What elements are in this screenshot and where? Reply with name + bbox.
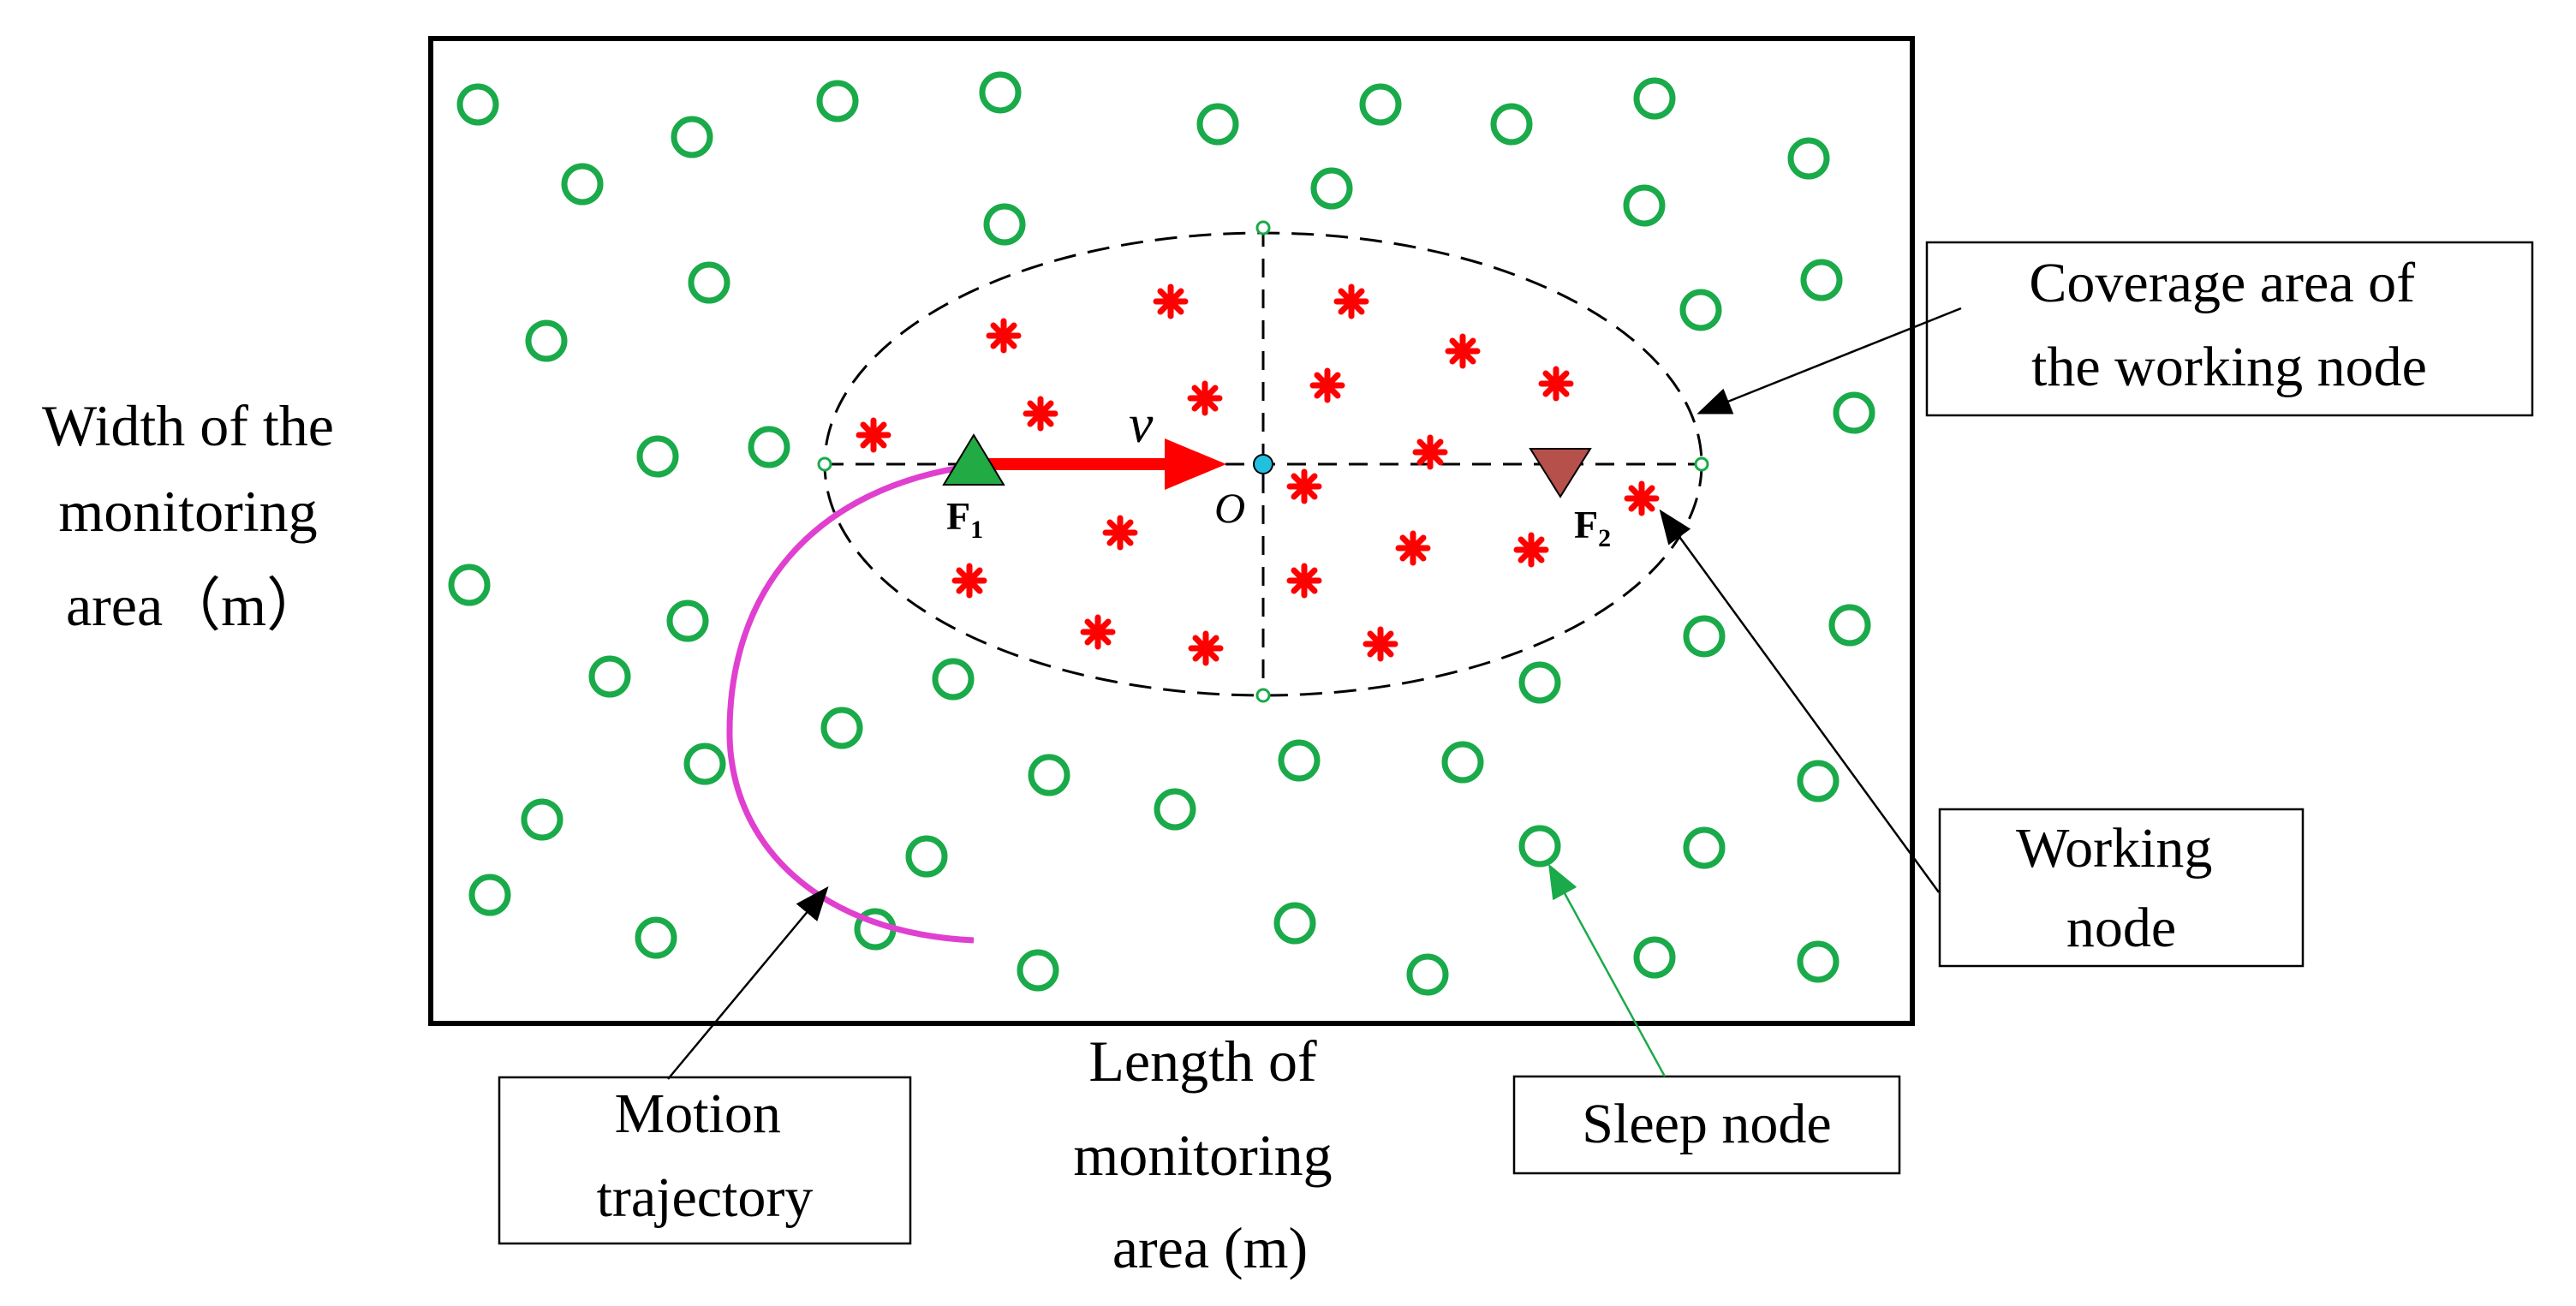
working-node-callout-text: Working node	[2016, 817, 2227, 959]
sleep-node-circle	[1800, 259, 1843, 301]
sleep-node-circle	[1017, 949, 1059, 992]
coverage-callout-arrow	[1696, 307, 1962, 414]
sleep-node-circle	[1028, 754, 1070, 796]
monitoring-area-frame	[428, 36, 1915, 1026]
sleep-node-circle	[979, 71, 1022, 114]
sleep-node-circle	[1441, 741, 1484, 784]
sleep-node-circle	[1683, 615, 1726, 658]
working-node-asterisk	[1395, 530, 1431, 566]
sleep-node-circle	[1310, 167, 1353, 210]
working-node-asterisk	[1445, 333, 1481, 369]
focus-f2-label: F2	[1574, 503, 1611, 552]
sleep-node-circle	[588, 655, 631, 698]
working-nodes-group	[856, 283, 1660, 666]
working-node-asterisk	[1363, 626, 1398, 662]
sleep-node-circle	[1633, 77, 1676, 120]
working-node-callout-box	[1938, 808, 2305, 968]
sleep-node-circle	[671, 116, 713, 158]
axis-endpoint-left	[817, 456, 832, 472]
motion-callout-text: Motion trajectory	[597, 1082, 814, 1229]
motion-callout-arrow	[667, 886, 829, 1080]
sleep-node-circle	[748, 426, 790, 468]
working-node-asterisk	[951, 563, 987, 599]
sleep-node-circle	[1359, 83, 1402, 126]
sleep-node-circle	[1196, 103, 1239, 146]
working-node-asterisk	[1513, 532, 1549, 568]
velocity-arrow	[985, 438, 1226, 490]
sleep-node-circle	[932, 658, 975, 701]
sleep-node-callout-text: Sleep node	[1582, 1093, 1831, 1155]
sleep-node-circle	[1797, 940, 1840, 983]
sleep-node-circle	[688, 261, 730, 304]
sleep-node-circle	[983, 203, 1026, 246]
x-axis-title: Length of monitoring area (m)	[1073, 1029, 1346, 1280]
sleep-node-callout-box	[1512, 1075, 1901, 1175]
sleep-node-circle	[521, 798, 564, 841]
sleep-node-circle	[448, 564, 491, 606]
sleep-node-callout-arrow	[1548, 863, 1667, 1077]
coverage-callout-box	[1925, 241, 2534, 417]
center-point-o	[1253, 454, 1273, 474]
sleep-node-circle	[1797, 760, 1840, 802]
sleep-node-circle	[1623, 184, 1666, 227]
working-node-asterisk	[1286, 468, 1322, 504]
sleep-node-circle	[1278, 739, 1321, 782]
sleep-node-circle	[636, 435, 679, 478]
sleep-node-circle	[1154, 788, 1196, 831]
working-node-asterisk	[986, 318, 1022, 354]
sleep-node-circle	[905, 835, 948, 878]
working-node-asterisk	[1309, 367, 1345, 403]
sleep-node-circle	[525, 319, 568, 362]
working-node-asterisk	[1286, 563, 1322, 599]
working-node-asterisk	[1412, 434, 1448, 470]
working-node-asterisk	[1333, 283, 1369, 319]
working-node-asterisk	[1538, 366, 1574, 402]
working-node-asterisk	[1187, 380, 1223, 416]
focus-f2-triangle	[1529, 448, 1592, 498]
sleep-node-circle	[666, 599, 709, 642]
sleep-nodes-group	[448, 71, 1875, 996]
focus-f1-triangle	[942, 433, 1005, 486]
sleep-node-circle	[1633, 936, 1676, 979]
working-node-asterisk	[1023, 396, 1058, 432]
sleep-node-circle	[1273, 902, 1316, 945]
sleep-node-circle	[1787, 137, 1830, 180]
axis-endpoint-right	[1694, 456, 1709, 472]
sleep-node-circle	[1828, 604, 1871, 647]
working-node-asterisk	[1624, 480, 1660, 516]
sleep-node-circle	[683, 742, 726, 785]
sleep-node-circle	[561, 163, 604, 206]
axis-endpoint-bottom	[1255, 688, 1271, 703]
sleep-node-circle	[1490, 103, 1533, 146]
sleep-node-circle	[1518, 825, 1561, 868]
sleep-node-circle	[1679, 289, 1722, 331]
working-node-asterisk	[856, 417, 891, 453]
working-node-asterisk	[1153, 283, 1189, 319]
sleep-node-circle	[1518, 661, 1561, 704]
sleep-node-circle	[635, 916, 677, 959]
center-label-o: O	[1214, 484, 1245, 532]
working-node-asterisk	[1188, 630, 1224, 666]
focus-f1-label: F1	[946, 494, 983, 544]
sleep-node-circle	[1683, 826, 1726, 869]
y-axis-title: Width of the monitoring area（m）	[42, 393, 349, 638]
sleep-node-circle	[1406, 953, 1449, 996]
sleep-node-circle	[816, 80, 859, 122]
working-node-asterisk	[1080, 614, 1116, 650]
motion-trajectory-curve	[726, 462, 975, 944]
sleep-node-circle	[456, 83, 499, 126]
velocity-label: v	[1129, 393, 1154, 454]
sleep-node-circle	[1833, 391, 1875, 434]
sleep-node-circle	[820, 707, 863, 749]
axis-endpoint-top	[1255, 220, 1271, 236]
working-node-asterisk	[1102, 515, 1138, 551]
sleep-node-circle	[468, 874, 511, 916]
coverage-callout-text: Coverage area of the working node	[2029, 252, 2429, 398]
motion-callout-box	[498, 1076, 912, 1245]
working-node-callout-arrow	[1659, 509, 1941, 893]
